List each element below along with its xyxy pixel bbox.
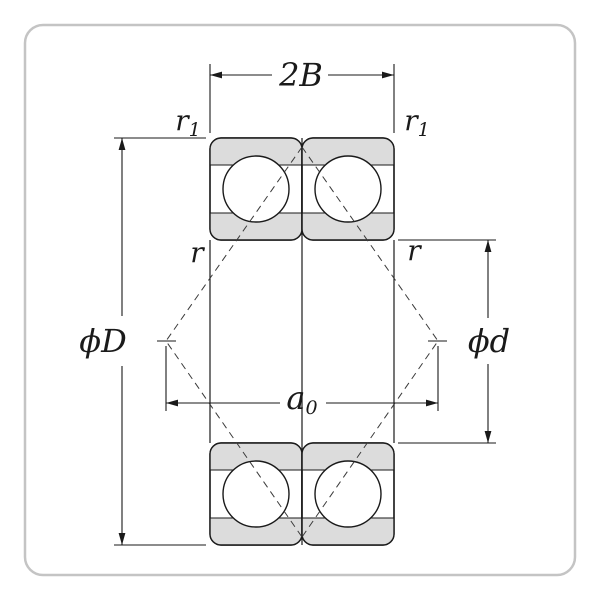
arrowhead-a0-right: [426, 399, 438, 407]
label-r-right: r: [407, 234, 422, 267]
arrowhead-2b-right: [382, 71, 394, 79]
ball-bottom-left: [222, 460, 290, 528]
label-r1-right: r1: [404, 104, 429, 141]
bearing-section-top: [209, 137, 395, 241]
arrowhead-phiD-bottom: [118, 533, 126, 545]
dimensions: [114, 64, 496, 546]
page-frame: [23, 23, 577, 577]
label-r-left: r: [190, 236, 205, 269]
bearing-section-bottom: [209, 442, 395, 546]
arrowhead-phid-bottom: [484, 431, 492, 443]
label-width-2b: 2B: [278, 56, 323, 94]
label-outer-diameter: ϕD: [79, 322, 126, 360]
arrowhead-2b-left: [210, 71, 222, 79]
ball-top-left: [222, 155, 290, 223]
label-a0: a0: [286, 379, 317, 419]
dimension-labels: 2B r1 r1 r r ϕD ϕd a0: [79, 56, 510, 419]
arrowhead-phiD-top: [118, 138, 126, 150]
ball-bottom-right: [314, 460, 382, 528]
arrowhead-phid-top: [484, 240, 492, 252]
arrowhead-a0-left: [166, 399, 178, 407]
ball-top-right: [314, 155, 382, 223]
contact-line-right: [301, 146, 439, 538]
label-bore-diameter: ϕd: [468, 322, 510, 360]
label-r1-left: r1: [175, 104, 200, 141]
contact-line-left: [165, 146, 303, 538]
